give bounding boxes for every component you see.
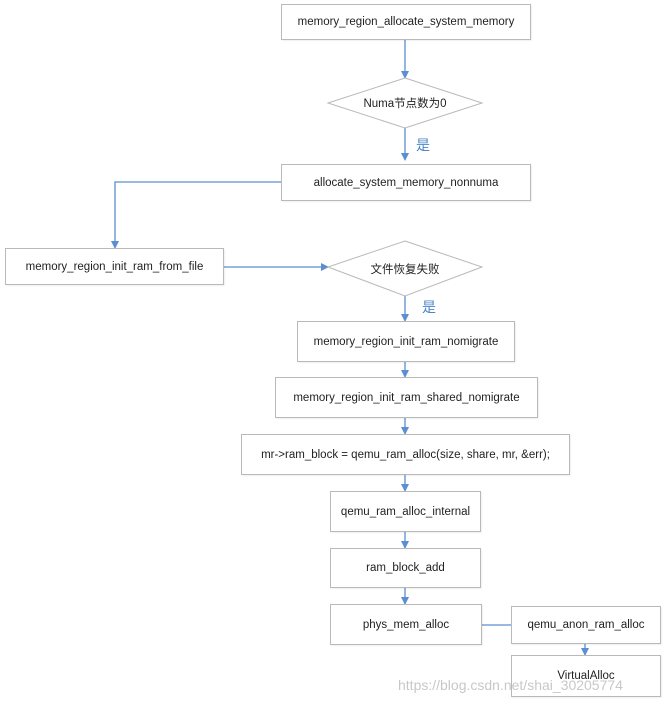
node-label: memory_region_init_ram_nomigrate bbox=[313, 335, 499, 348]
node-label: memory_region_init_ram_from_file bbox=[25, 260, 204, 273]
node-label: qemu_ram_alloc_internal bbox=[340, 505, 471, 518]
decision-label: 文件恢复失败 bbox=[370, 263, 440, 276]
node-qemu-anon-ram-alloc: qemu_anon_ram_alloc bbox=[511, 606, 661, 644]
decision-numa-label: Numa节点数为0 bbox=[328, 78, 482, 128]
node-label: VirtualAlloc bbox=[557, 670, 615, 682]
node-label: mr->ram_block = qemu_ram_alloc(size, sha… bbox=[261, 448, 550, 461]
decision-diamond-numa bbox=[326, 77, 484, 129]
decision-file-label: 文件恢复失败 bbox=[328, 241, 482, 296]
node-label: phys_mem_alloc bbox=[362, 618, 450, 631]
node-allocate-system-memory-nonnuma: allocate_system_memory_nonnuma bbox=[281, 164, 531, 201]
yes-label-1: 是 bbox=[416, 137, 430, 153]
node-ram-block-add: ram_block_add bbox=[330, 548, 481, 588]
node-memory-region-init-ram-shared-nomigrate: memory_region_init_ram_shared_nomigrate bbox=[275, 377, 538, 418]
watermark-text: https://blog.csdn.net/shai_30205774 bbox=[398, 677, 623, 693]
node-memory-region-init-ram-nomigrate: memory_region_init_ram_nomigrate bbox=[297, 321, 515, 362]
decision-label: Numa节点数为0 bbox=[363, 98, 447, 110]
node-label: qemu_anon_ram_alloc bbox=[527, 619, 645, 631]
node-label: allocate_system_memory_nonnuma bbox=[313, 176, 499, 189]
node-memory-region-init-ram-from-file: memory_region_init_ram_from_file bbox=[5, 248, 224, 285]
decision-diamond-file bbox=[326, 240, 484, 297]
node-label: memory_region_allocate_system_memory bbox=[297, 16, 515, 28]
yes-label-2: 是 bbox=[422, 299, 436, 315]
node-label: memory_region_init_ram_shared_nomigrate bbox=[293, 391, 520, 404]
node-label: ram_block_add bbox=[366, 562, 445, 574]
node-phys-mem-alloc: phys_mem_alloc bbox=[330, 604, 482, 645]
edge-n2-n3 bbox=[111, 181, 281, 249]
node-qemu-ram-alloc-call: mr->ram_block = qemu_ram_alloc(size, sha… bbox=[241, 434, 570, 475]
node-virtualalloc: VirtualAlloc bbox=[511, 655, 661, 697]
node-qemu-ram-alloc-internal: qemu_ram_alloc_internal bbox=[330, 491, 481, 532]
node-memory-region-allocate-system-memory: memory_region_allocate_system_memory bbox=[281, 4, 531, 40]
